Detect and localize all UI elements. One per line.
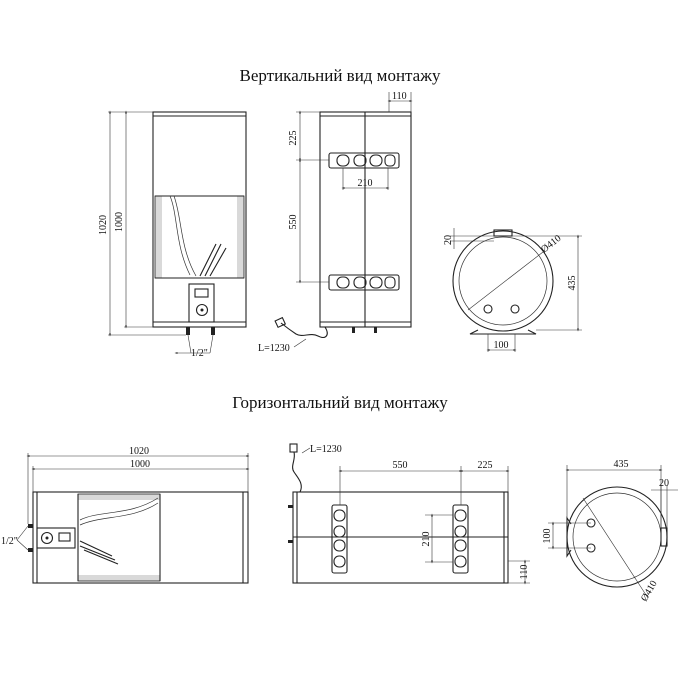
tank-body bbox=[152, 111, 247, 328]
end-circle-inner bbox=[572, 492, 662, 582]
vertical-mount-title: Вертикальний вид монтажу bbox=[239, 66, 441, 85]
dim-225-h: 225 bbox=[478, 460, 493, 471]
mount-base-horizontal bbox=[566, 516, 572, 558]
dim-20-h: 20 bbox=[659, 478, 669, 489]
dim-20: 20 bbox=[443, 235, 454, 245]
dim-110: 110 bbox=[392, 91, 407, 102]
pipe-size-label: 1/2" bbox=[191, 348, 208, 359]
vertical-top-view: Ø410 20 435 100 bbox=[443, 228, 582, 352]
dim-210: 210 bbox=[358, 178, 373, 189]
dim-550: 550 bbox=[288, 215, 299, 230]
dim-435: 435 bbox=[567, 276, 578, 291]
dim-210-h: 210 bbox=[421, 532, 432, 547]
mount-base bbox=[469, 329, 537, 335]
side-cap bbox=[660, 527, 668, 547]
dim-100: 100 bbox=[494, 340, 509, 351]
lower-bracket bbox=[328, 274, 400, 291]
cord-length-label-horizontal: L=1230 bbox=[310, 444, 342, 455]
dim-1000-h: 1000 bbox=[130, 459, 150, 470]
end-circle-outer bbox=[566, 486, 668, 588]
display bbox=[194, 288, 209, 298]
control-panel bbox=[188, 283, 215, 323]
dim-435-h: 435 bbox=[614, 459, 629, 470]
tank-body-horizontal bbox=[32, 491, 249, 584]
dim-1020-h: 1020 bbox=[129, 446, 149, 457]
dim-550-h: 550 bbox=[393, 460, 408, 471]
display-horizontal bbox=[58, 532, 71, 542]
upper-bracket bbox=[328, 152, 400, 169]
horizontal-front-view: 1/2" 1020 1000 bbox=[1, 446, 250, 584]
right-bracket-horizontal bbox=[452, 504, 469, 574]
pipe-size-label-horizontal: 1/2" bbox=[1, 536, 18, 547]
horizontal-side-view: L=1230 550 225 210 110 bbox=[288, 443, 530, 585]
dim-110-h: 110 bbox=[519, 565, 530, 580]
thermostat-knob-horizontal bbox=[40, 531, 54, 545]
outlet-pipe bbox=[211, 327, 215, 335]
tank-circle-inner bbox=[458, 236, 548, 326]
dim-diameter: Ø410 bbox=[539, 233, 563, 255]
plug-icon bbox=[274, 316, 287, 329]
tank-circle-outer bbox=[452, 230, 554, 332]
cord-length-label: L=1230 bbox=[258, 343, 290, 354]
control-panel-horizontal bbox=[36, 527, 76, 549]
heating-element-horizontal bbox=[79, 540, 113, 557]
power-cord-horizontal bbox=[292, 451, 302, 493]
plug-icon-horizontal bbox=[289, 443, 298, 453]
vertical-side-view: L=1230 225 550 110 210 bbox=[258, 91, 413, 354]
horizontal-mount-title: Горизонтальний вид монтажу bbox=[232, 393, 448, 412]
horizontal-end-view: Ø410 435 20 100 bbox=[542, 459, 678, 604]
left-bracket-horizontal bbox=[331, 504, 348, 574]
thermostat-knob bbox=[195, 303, 209, 317]
dim-100-h: 100 bbox=[542, 529, 553, 544]
dim-diameter-h: Ø410 bbox=[639, 579, 660, 604]
inlet-pipe bbox=[186, 327, 190, 335]
heating-element bbox=[199, 243, 217, 277]
dim-1000: 1000 bbox=[114, 212, 125, 232]
dim-1020: 1020 bbox=[98, 215, 109, 235]
top-cap bbox=[493, 229, 513, 237]
dim-225: 225 bbox=[288, 131, 299, 146]
vertical-front-view: 1020 1000 1/2" bbox=[98, 110, 247, 359]
power-cord bbox=[280, 322, 328, 338]
